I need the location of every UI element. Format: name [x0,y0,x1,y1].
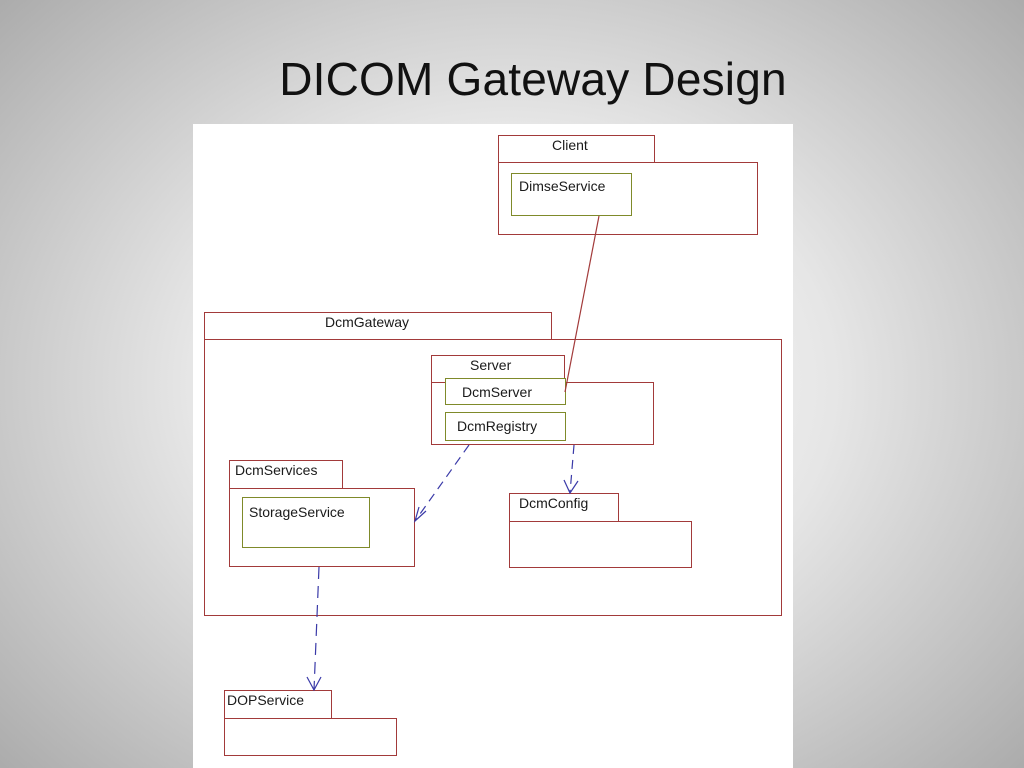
diagram-connectors [306,215,600,692]
dcm-services-package-label: DcmServices [235,462,318,478]
diagram-canvas: Client DimseService DcmGateway Server Dc… [193,124,793,768]
storage-service-compartment [242,530,370,548]
dependency-arrowhead-dopservice [306,676,322,692]
slide-title: DICOM Gateway Design [279,53,787,105]
storage-service-label: StorageService [249,504,345,520]
dcm-server-label: DcmServer [462,384,533,400]
client-package-label: Client [552,137,588,153]
dcm-registry-label: DcmRegistry [457,418,538,434]
dop-service-package-tab[interactable] [224,690,332,719]
dimse-service-label: DimseService [519,178,606,194]
dcm-services-package-tab[interactable] [229,460,343,489]
dcm-config-package-body[interactable] [509,521,692,568]
association-line-dimse-to-dcmserver [564,215,600,393]
dimse-service-compartment [511,203,632,216]
dependency-server-to-dcmservices [414,444,470,522]
server-package-label: Server [470,357,512,373]
client-package-body[interactable] [498,162,758,235]
dependency-server-to-dcmconfig [569,444,575,494]
dcm-gateway-package-body[interactable] [204,339,782,616]
dependency-dcmservices-to-dopservice [313,566,320,691]
dcm-gateway-package-label: DcmGateway [325,314,410,330]
dop-service-package-label: DOPService [227,692,305,708]
dcm-services-package-body[interactable] [229,488,415,567]
dcm-registry-class[interactable] [445,412,566,441]
dop-service-package-body[interactable] [224,718,397,756]
dcm-server-class[interactable] [445,378,566,405]
dcm-config-package-label: DcmConfig [519,495,589,511]
dependency-arrowhead-dcmservices [413,506,427,523]
dcm-config-package-tab[interactable] [509,493,619,522]
dcm-gateway-package-tab[interactable] [204,312,552,340]
dependency-arrowhead-dcmconfig [563,479,579,495]
